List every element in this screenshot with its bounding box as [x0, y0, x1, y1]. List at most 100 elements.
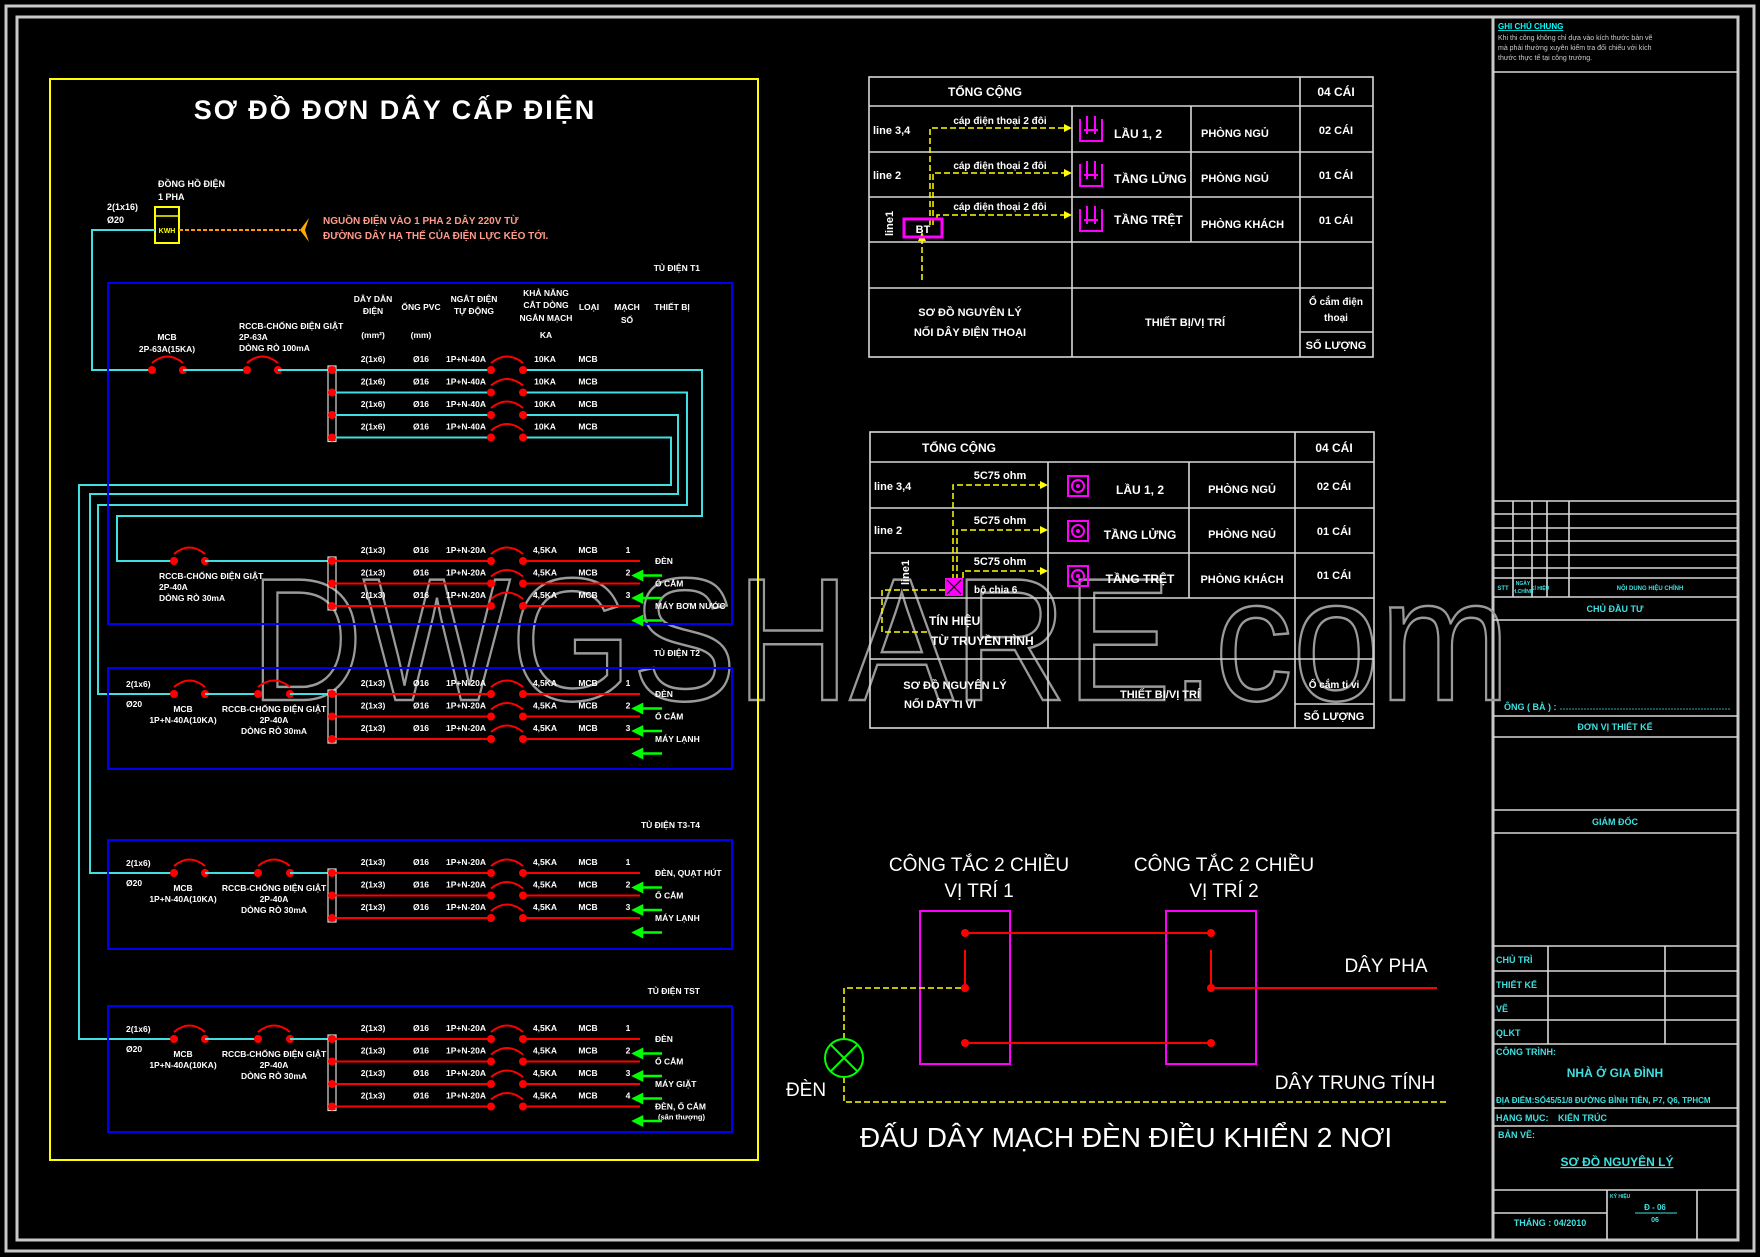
mcb-terminal	[148, 366, 156, 374]
tv-cable-label: 5C75 ohm	[974, 470, 1027, 482]
row-cable: 2(1x3)	[361, 701, 386, 711]
rccb-arc	[257, 1024, 291, 1033]
row-capacity: 4,5KA	[533, 590, 557, 600]
row-circuit-number: 2	[626, 568, 631, 578]
tv-socket-icons	[1067, 475, 1089, 587]
row-breaker: 1P+N-40A	[446, 354, 486, 364]
row-device: ĐÈN	[655, 689, 673, 699]
rev-header-content: NỘI DUNG HIỆU CHỈNH	[1617, 584, 1684, 592]
row-breaker: 1P+N-20A	[446, 1023, 486, 1033]
branch-breaker-terminal	[519, 579, 527, 588]
switch-wires	[964, 932, 1437, 1044]
row-breaker: 1P+N-20A	[446, 1046, 486, 1056]
row-cable: 2(1x3)	[361, 545, 386, 555]
branch-breaker-terminal	[487, 891, 495, 900]
green-arrow-icon	[631, 724, 662, 738]
header-capacity-unit: KA	[540, 330, 552, 340]
row-circuit-number: 3	[626, 902, 631, 912]
switch2-position: VỊ TRÍ 2	[1189, 881, 1258, 902]
tv-location: TẦNG LỬNG	[1104, 527, 1177, 542]
switch1-position: VỊ TRÍ 1	[944, 881, 1013, 902]
green-arrow-icon	[631, 926, 662, 939]
branch-breaker-terminal	[487, 366, 495, 374]
row-cable: 2(1x3)	[361, 568, 386, 578]
branch-breaker-terminal	[487, 557, 495, 565]
row-conduit: Ø16	[413, 568, 429, 578]
single-line-diagram: SƠ ĐỒ ĐƠN DÂY CẤP ĐIỆN ĐỒNG HỒ ĐIỆN 1 PH…	[49, 78, 759, 1161]
branch-breaker-terminal	[519, 557, 527, 565]
tv-footer-title-2: NỐI DÂY TI VI	[904, 697, 976, 711]
row-cable: 2(1x6)	[361, 354, 386, 364]
branch-breaker-terminal	[519, 388, 527, 397]
bus-terminal	[328, 914, 336, 922]
panel-box	[107, 1005, 733, 1133]
row-circuit-number: 3	[626, 723, 631, 733]
bus-terminal	[328, 411, 336, 419]
project-address: ĐỊA ĐIỂM:SỐ45/51/8 ĐƯỜNG BÌNH TIÊN, P7, …	[1496, 1095, 1711, 1105]
owner-header: CHỦ ĐẦU TƯ	[1587, 603, 1644, 614]
row-conduit: Ø16	[413, 377, 429, 387]
row-device: Ổ CẮM	[655, 890, 683, 901]
row-conduit: Ø16	[413, 723, 429, 733]
row-conduit: Ø16	[413, 857, 429, 867]
row-cable: 2(1x6)	[361, 422, 386, 432]
branch-breaker-arc	[490, 903, 524, 912]
rccb-label: DÒNG RÒ 30mA	[241, 1070, 307, 1081]
header-device: THIẾT BỊ	[654, 302, 689, 312]
panel-label: TỦ ĐIỆN T3-T4	[641, 819, 700, 830]
branch-breaker-arc	[490, 423, 524, 432]
column-headers: DÂY DẪN ĐIỆN (mm²) ỐNG PVC (mm) NGẮT ĐIỆ…	[354, 287, 690, 340]
branch-breaker-terminal	[487, 690, 495, 698]
tv-footer-item: Ổ cắm ti vi	[1309, 678, 1360, 691]
bus-terminal	[328, 1035, 336, 1043]
row-device-note: (sân thượng)	[658, 1113, 706, 1122]
row-device: ĐÈN	[655, 556, 673, 566]
tv-line-label: line 3,4	[874, 481, 912, 493]
rccb-label: 2P-40A	[260, 715, 289, 725]
phone-cable-label: cáp điện thoại 2 đôi	[953, 161, 1047, 172]
source-note-2: ĐƯỜNG DÂY HẠ THẾ CỦA ĐIỆN LỰC KÉO TỚI.	[323, 229, 549, 242]
outer-border	[4, 4, 1756, 1253]
row-conduit: Ø16	[413, 545, 429, 555]
tv-location: LẦU 1, 2	[1116, 482, 1164, 497]
sheet-code: Đ - 06	[1644, 1203, 1666, 1212]
panel-label: TỦ ĐIỆN T1	[654, 262, 701, 273]
branch-breaker-terminal	[487, 602, 495, 610]
note-line: mà phải thường xuyên kiểm tra đối chiếu …	[1498, 43, 1652, 52]
row-breaker: 1P+N-40A	[446, 399, 486, 409]
row-cable: 2(1x3)	[361, 1023, 386, 1033]
rev-header-code: KÍ HIỆU	[1531, 584, 1550, 592]
phone-box-label: BT	[916, 224, 931, 236]
row-cable: 2(1x3)	[361, 590, 386, 600]
neutral-label: DÂY TRUNG TÍNH	[1275, 1072, 1435, 1094]
phone-room: PHÒNG KHÁCH	[1201, 218, 1284, 231]
rccb-label: 2P-63A	[239, 332, 268, 342]
row-circuit-number: 1	[626, 1023, 631, 1033]
branch-breaker-terminal	[487, 1035, 495, 1043]
tv-footer-device: THIẾT BỊ/VỊ TRÍ	[1120, 688, 1201, 701]
row-type: MCB	[578, 1068, 597, 1078]
rccb-terminal	[254, 1035, 262, 1043]
green-arrow-icon	[631, 702, 662, 715]
bus-terminal	[328, 712, 336, 721]
drawing-date: THÁNG : 04/2010	[1514, 1218, 1587, 1228]
row-device: Ổ CẮM	[655, 711, 683, 722]
sheet-label: BẢN VẼ:	[1498, 1129, 1535, 1140]
mcb-arc	[151, 355, 184, 364]
lamp-icon	[824, 1038, 864, 1078]
row-cable: 2(1x3)	[361, 902, 386, 912]
phone-room: PHÒNG NGỦ	[1201, 127, 1269, 140]
header-cable-unit: (mm²)	[361, 330, 385, 340]
row-cable: 2(1x3)	[361, 678, 386, 688]
phase-label: DÂY PHA	[1344, 955, 1427, 977]
rccb-label: RCCB-CHỐNG ĐIỆN GIẬT	[159, 570, 264, 581]
